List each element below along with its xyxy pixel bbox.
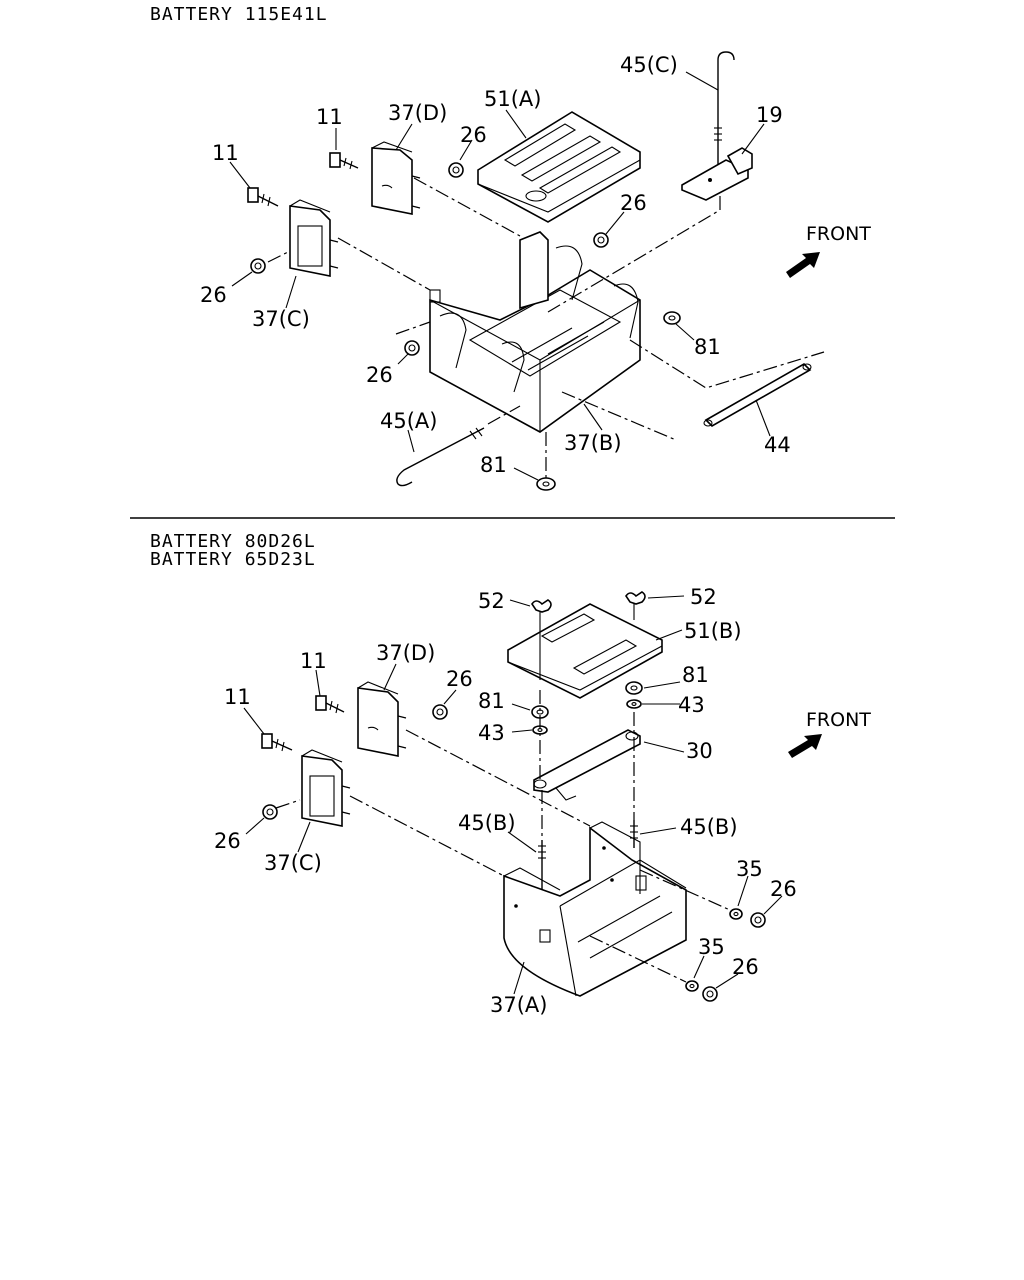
wing-nut-52-left[interactable] — [531, 599, 552, 680]
assembly-guide-lines-1 — [267, 177, 825, 478]
nut-26-lower-left[interactable] — [404, 340, 420, 356]
callout-45c: 45(C) — [620, 53, 678, 77]
nut-81-right[interactable] — [663, 311, 681, 325]
washer-43-right[interactable] — [626, 699, 642, 709]
diagram-2-heading-line-1: BATTERY 80D26L — [150, 531, 316, 552]
nut-26-right[interactable] — [593, 232, 609, 248]
leader-lines-2 — [243, 595, 783, 995]
nut-26-upper-2[interactable] — [432, 704, 448, 720]
callout-26-upper-2: 26 — [446, 667, 473, 691]
callout-19: 19 — [756, 103, 783, 127]
callout-81-right: 81 — [694, 335, 721, 359]
hold-down-plate-51a[interactable] — [477, 111, 641, 223]
nut-26-left-2[interactable] — [262, 804, 278, 820]
callout-11-left-2: 11 — [224, 685, 251, 709]
callout-37a: 37(A) — [490, 993, 547, 1017]
callout-26-right: 26 — [620, 191, 647, 215]
callout-26-lower-left: 26 — [366, 363, 393, 387]
wing-nut-52-right[interactable] — [625, 591, 646, 620]
hold-down-bar-30[interactable] — [533, 729, 641, 801]
bolt-11-upper-2[interactable] — [315, 695, 345, 714]
callout-26-left: 26 — [200, 283, 227, 307]
rod-45c[interactable] — [714, 51, 735, 180]
callout-35-lower: 35 — [698, 935, 725, 959]
leader-lines-1 — [229, 71, 771, 481]
callout-26-right-upper: 26 — [770, 877, 797, 901]
rod-45b-right[interactable] — [630, 820, 638, 848]
diagram-1-heading: BATTERY 115E41L — [150, 4, 328, 25]
callout-45b-right: 45(B) — [680, 815, 738, 839]
clamp-37d-2[interactable] — [357, 681, 407, 757]
callout-81-right-2: 81 — [682, 663, 709, 687]
washer-43-left[interactable] — [532, 725, 548, 735]
rod-45a[interactable] — [396, 427, 485, 487]
battery-tray-37b[interactable] — [429, 231, 641, 433]
bolt-11-left[interactable] — [247, 187, 279, 207]
callout-30: 30 — [686, 739, 713, 763]
bracket-19[interactable] — [681, 147, 753, 201]
callout-51a: 51(A) — [484, 87, 541, 111]
callout-37c-2: 37(C) — [264, 851, 322, 875]
front-arrow-icon-1 — [786, 252, 820, 278]
callout-26-left-2: 26 — [214, 829, 241, 853]
nut-26-left[interactable] — [250, 258, 266, 274]
callout-52-right: 52 — [690, 585, 717, 609]
assembly-guide-lines-2 — [275, 690, 731, 983]
callout-35-upper: 35 — [736, 857, 763, 881]
callout-45b-left: 45(B) — [458, 811, 516, 835]
bolt-11-upper[interactable] — [329, 152, 359, 170]
callout-45a: 45(A) — [380, 409, 437, 433]
diagram-1: 45(C) 51(A) 37(D) 11 19 11 26 26 FRONT 2… — [200, 51, 871, 491]
callout-11-upper-2: 11 — [300, 649, 327, 673]
callout-11-left: 11 — [212, 141, 239, 165]
clamp-37c[interactable] — [289, 199, 339, 277]
nut-81-right-2[interactable] — [625, 681, 643, 695]
callout-51b: 51(B) — [684, 619, 742, 643]
callout-37b: 37(B) — [564, 431, 622, 455]
callout-37d-2: 37(D) — [376, 641, 435, 665]
rod-44[interactable] — [703, 363, 812, 427]
clamp-37c-2[interactable] — [301, 749, 351, 827]
nut-26-right-upper[interactable] — [750, 912, 766, 928]
washer-35-upper[interactable] — [729, 908, 743, 920]
front-arrow-icon-2 — [788, 734, 822, 758]
callout-43-left: 43 — [478, 721, 505, 745]
diagram-2: 52 52 51(B) 37(D) 11 26 81 11 81 43 FRON… — [214, 585, 871, 1017]
callout-11-upper: 11 — [316, 105, 343, 129]
front-label-1: FRONT — [806, 223, 871, 245]
callout-44: 44 — [764, 433, 791, 457]
bolt-11-left-2[interactable] — [261, 733, 293, 752]
callout-81-bottom: 81 — [480, 453, 507, 477]
diagram-2-heading-line-2: BATTERY 65D23L — [150, 549, 316, 570]
callout-37c: 37(C) — [252, 307, 310, 331]
washer-35-lower[interactable] — [685, 980, 699, 992]
hold-down-plate-51b[interactable] — [507, 603, 663, 699]
callout-43-right: 43 — [678, 693, 705, 717]
callout-52-left: 52 — [478, 589, 505, 613]
nut-81-bottom[interactable] — [536, 477, 556, 491]
nut-26-upper[interactable] — [448, 162, 464, 178]
callout-37d: 37(D) — [388, 101, 447, 125]
front-label-2: FRONT — [806, 709, 871, 731]
nut-26-right-lower[interactable] — [702, 986, 718, 1002]
callout-26-upper: 26 — [460, 123, 487, 147]
callout-26-right-lower: 26 — [732, 955, 759, 979]
callout-81-left-2: 81 — [478, 689, 505, 713]
clamp-37d[interactable] — [371, 141, 421, 215]
